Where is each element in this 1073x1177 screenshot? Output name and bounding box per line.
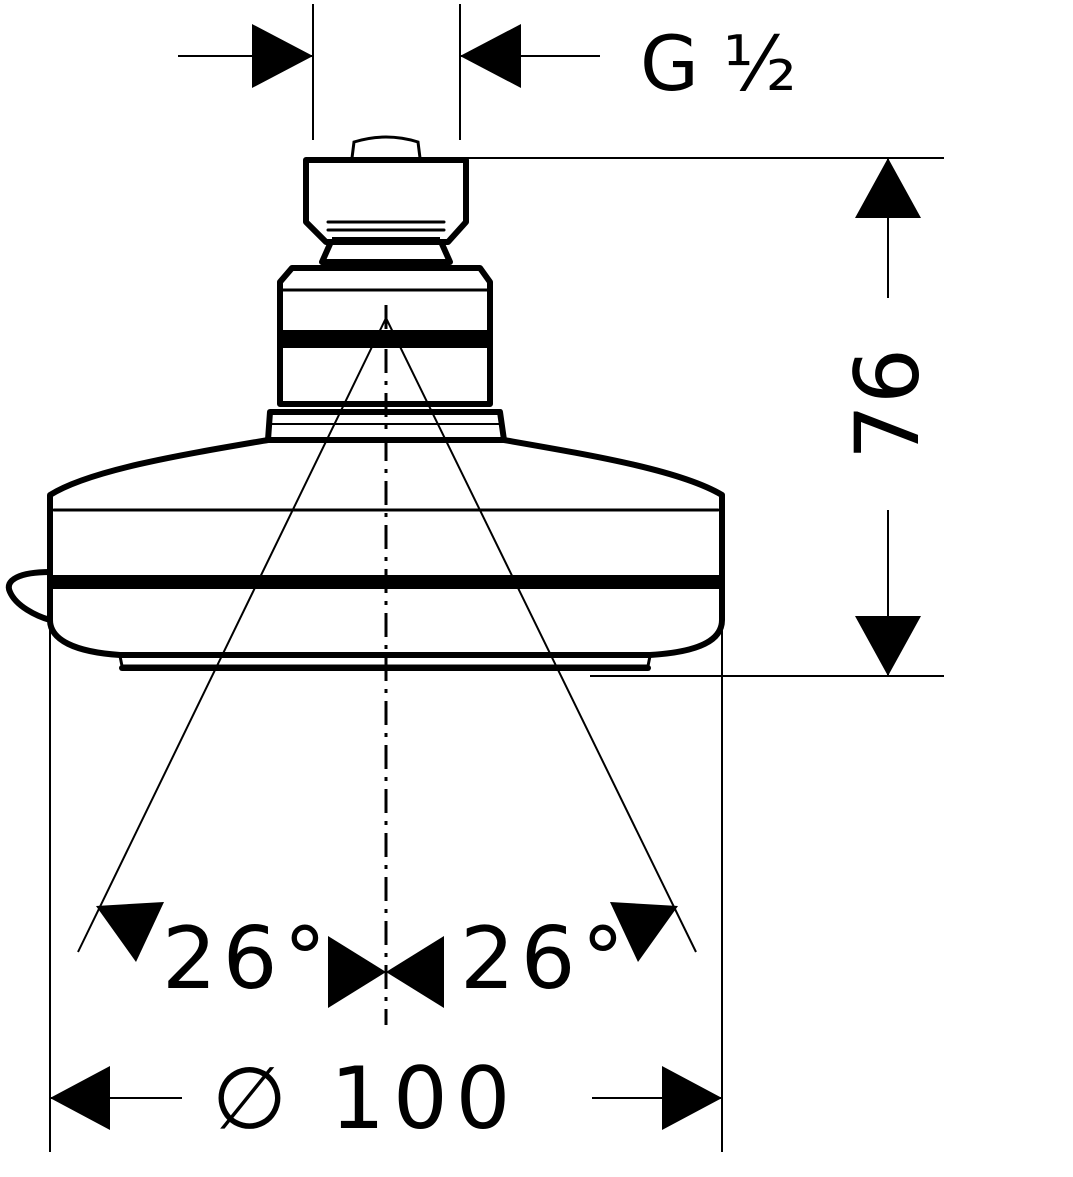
diameter-label: ∅ 100	[212, 1049, 518, 1149]
thread-dimension: G ½	[178, 4, 797, 140]
dimension-arrow	[662, 1066, 722, 1130]
angle-arrow	[328, 936, 386, 1008]
spray-angle-lines	[77, 317, 697, 953]
spray-angle-right-label: 26°	[460, 909, 630, 1009]
dimension-arrow	[460, 24, 521, 88]
angle-arrow	[386, 936, 444, 1008]
dimension-arrow	[855, 616, 921, 676]
dimension-arrow	[252, 24, 313, 88]
height-label: 76	[836, 348, 939, 460]
height-dimension: 76	[466, 157, 944, 677]
thread-label: G ½	[640, 19, 797, 108]
shower-head-outline	[5, 135, 725, 671]
spray-angle-left-label: 26°	[162, 909, 332, 1009]
diameter-dimension: ∅ 100	[49, 628, 723, 1152]
angle-arrow	[610, 902, 678, 962]
angle-arrow	[96, 902, 164, 962]
dimension-arrow	[855, 158, 921, 218]
spray-angle-dimension: 26° 26°	[96, 902, 678, 1009]
dimension-arrow	[50, 1066, 110, 1130]
side-lever	[5, 569, 53, 623]
spray-line-right	[385, 317, 697, 953]
connector-nut-cap	[350, 135, 422, 160]
spray-line-left	[77, 317, 387, 953]
connector-nut	[303, 157, 469, 245]
connector-neck	[319, 241, 453, 265]
ball-joint-housing	[277, 265, 493, 407]
